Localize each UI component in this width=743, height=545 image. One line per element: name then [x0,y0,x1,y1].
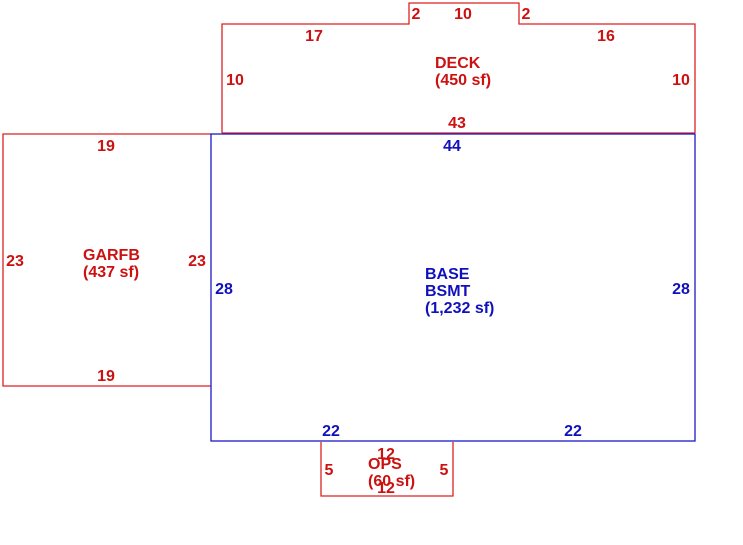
base-dim-top: 44 [443,138,461,155]
base-name-line1: BASE [425,266,470,283]
garfb-dim-top: 19 [97,138,115,155]
garfb-dim-right: 23 [188,253,206,270]
deck-dim-step-right: 2 [522,6,531,23]
garfb-dim-left: 23 [6,253,24,270]
deck-name: DECK [435,55,481,72]
ops-area: (60 sf) [368,473,415,490]
garfb-outline [2,133,211,387]
base-bsmt-outline [210,133,696,442]
ops-dim-right: 5 [440,462,449,479]
base-dim-bottom-right: 22 [564,423,582,440]
deck-dim-left: 10 [226,72,244,89]
garfb-area: (437 sf) [83,264,139,281]
deck-dim-top-left: 17 [305,28,323,45]
ops-dim-left: 5 [325,462,334,479]
ops-dim-bottom: 12 [377,480,395,497]
deck-area: (450 sf) [435,72,491,89]
base-area: (1,232 sf) [425,300,494,317]
ops-outline [320,442,454,497]
deck-dim-step-left: 2 [412,6,421,23]
base-name-line2: BSMT [425,283,471,300]
ops-name: OPS [368,456,402,473]
base-dim-bottom-left: 22 [322,423,340,440]
deck-dim-top-right: 16 [597,28,615,45]
garfb-name: GARFB [83,247,140,264]
garfb-dim-bottom: 19 [97,368,115,385]
deck-outline [221,2,696,133]
base-dim-right: 28 [672,281,690,298]
base-dim-left: 28 [215,281,233,298]
deck-dim-bump-top: 10 [454,6,472,23]
deck-dim-bottom: 43 [448,115,466,132]
ops-dim-top: 12 [377,446,395,463]
deck-dim-right: 10 [672,72,690,89]
